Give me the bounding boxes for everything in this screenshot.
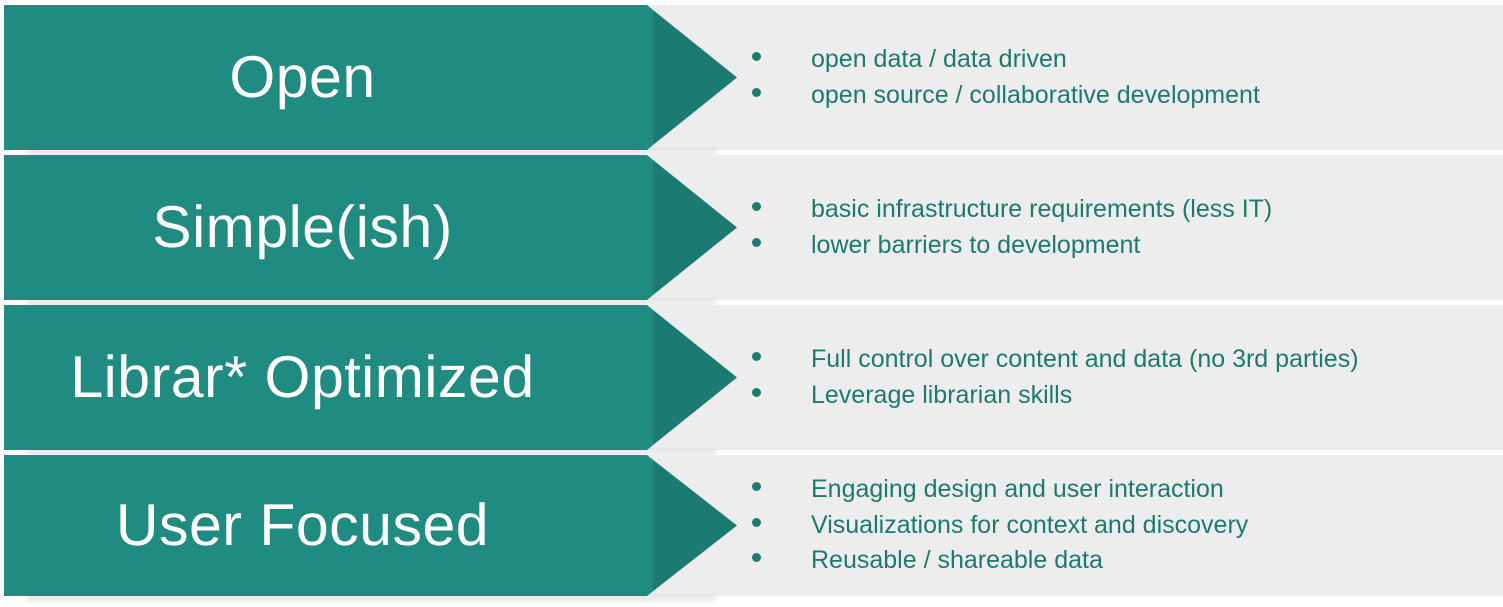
bullet-dot-icon — [752, 387, 761, 397]
bullet-dot-icon — [752, 237, 761, 247]
chevron-shape: Simple(ish) — [4, 155, 737, 300]
bullet-dot-icon — [752, 517, 761, 527]
bullet-list: Engaging design and user interaction Vis… — [752, 455, 1503, 596]
bullet-list: Full control over content and data (no 3… — [752, 305, 1503, 450]
bullet-text: Visualizations for context and discovery — [811, 510, 1249, 539]
bullet-dot-icon — [752, 202, 761, 211]
principle-label: User Focused — [115, 492, 490, 558]
list-item: open source / collaborative development — [752, 78, 1503, 114]
chevron-body — [4, 5, 653, 150]
list-item: basic infrastructure requirements (less … — [752, 192, 1503, 228]
list-item: Engaging design and user interaction — [752, 472, 1503, 508]
principle-label: Simple(ish) — [152, 194, 453, 260]
list-item: lower barriers to development — [752, 228, 1503, 264]
principle-row: Librar* Optimized Full control over cont… — [0, 305, 1503, 457]
bullet-text: Engaging design and user interaction — [811, 475, 1224, 504]
bullet-dot-icon — [752, 352, 761, 361]
chevron-shape: Librar* Optimized — [4, 305, 737, 450]
chevron-shape: Open — [4, 5, 737, 150]
principle-row: User Focused Engaging design and user in… — [0, 455, 1503, 603]
principle-row: Open open data / data driven open source… — [0, 5, 1503, 157]
bullet-text: basic infrastructure requirements (less … — [811, 195, 1273, 223]
list-item: Full control over content and data (no 3… — [752, 342, 1503, 378]
list-item: Leverage librarian skills — [752, 378, 1503, 414]
bullet-text: open data / data driven — [811, 45, 1067, 73]
chevron-shadow — [26, 150, 716, 157]
principle-label: Librar* Optimized — [70, 344, 535, 410]
chevron-body — [4, 155, 653, 300]
bullet-text: Leverage librarian skills — [811, 380, 1073, 409]
chevron-shadow — [26, 300, 716, 307]
bullet-text: lower barriers to development — [811, 230, 1141, 259]
principle-label: Open — [229, 44, 376, 110]
bullet-text: Reusable / shareable data — [811, 546, 1103, 575]
bullet-dot-icon — [752, 482, 761, 492]
list-item: Visualizations for context and discovery — [752, 508, 1503, 544]
chevron-body — [4, 455, 653, 596]
chevron-shadow — [26, 450, 716, 457]
bullet-list: basic infrastructure requirements (less … — [752, 155, 1503, 300]
bullet-dot-icon — [752, 553, 761, 563]
chevron-body — [4, 305, 653, 450]
chevron-shadow — [26, 596, 716, 603]
chevron-shape: User Focused — [4, 455, 737, 596]
bullet-dot-icon — [752, 87, 761, 97]
bullet-text: Full control over content and data (no 3… — [811, 345, 1359, 373]
bullet-list: open data / data driven open source / co… — [752, 5, 1503, 150]
bullet-dot-icon — [752, 52, 761, 61]
list-item: open data / data driven — [752, 42, 1503, 78]
list-item: Reusable / shareable data — [752, 543, 1503, 579]
principle-row: Simple(ish) basic infrastructure require… — [0, 155, 1503, 307]
bullet-text: open source / collaborative development — [811, 80, 1260, 109]
